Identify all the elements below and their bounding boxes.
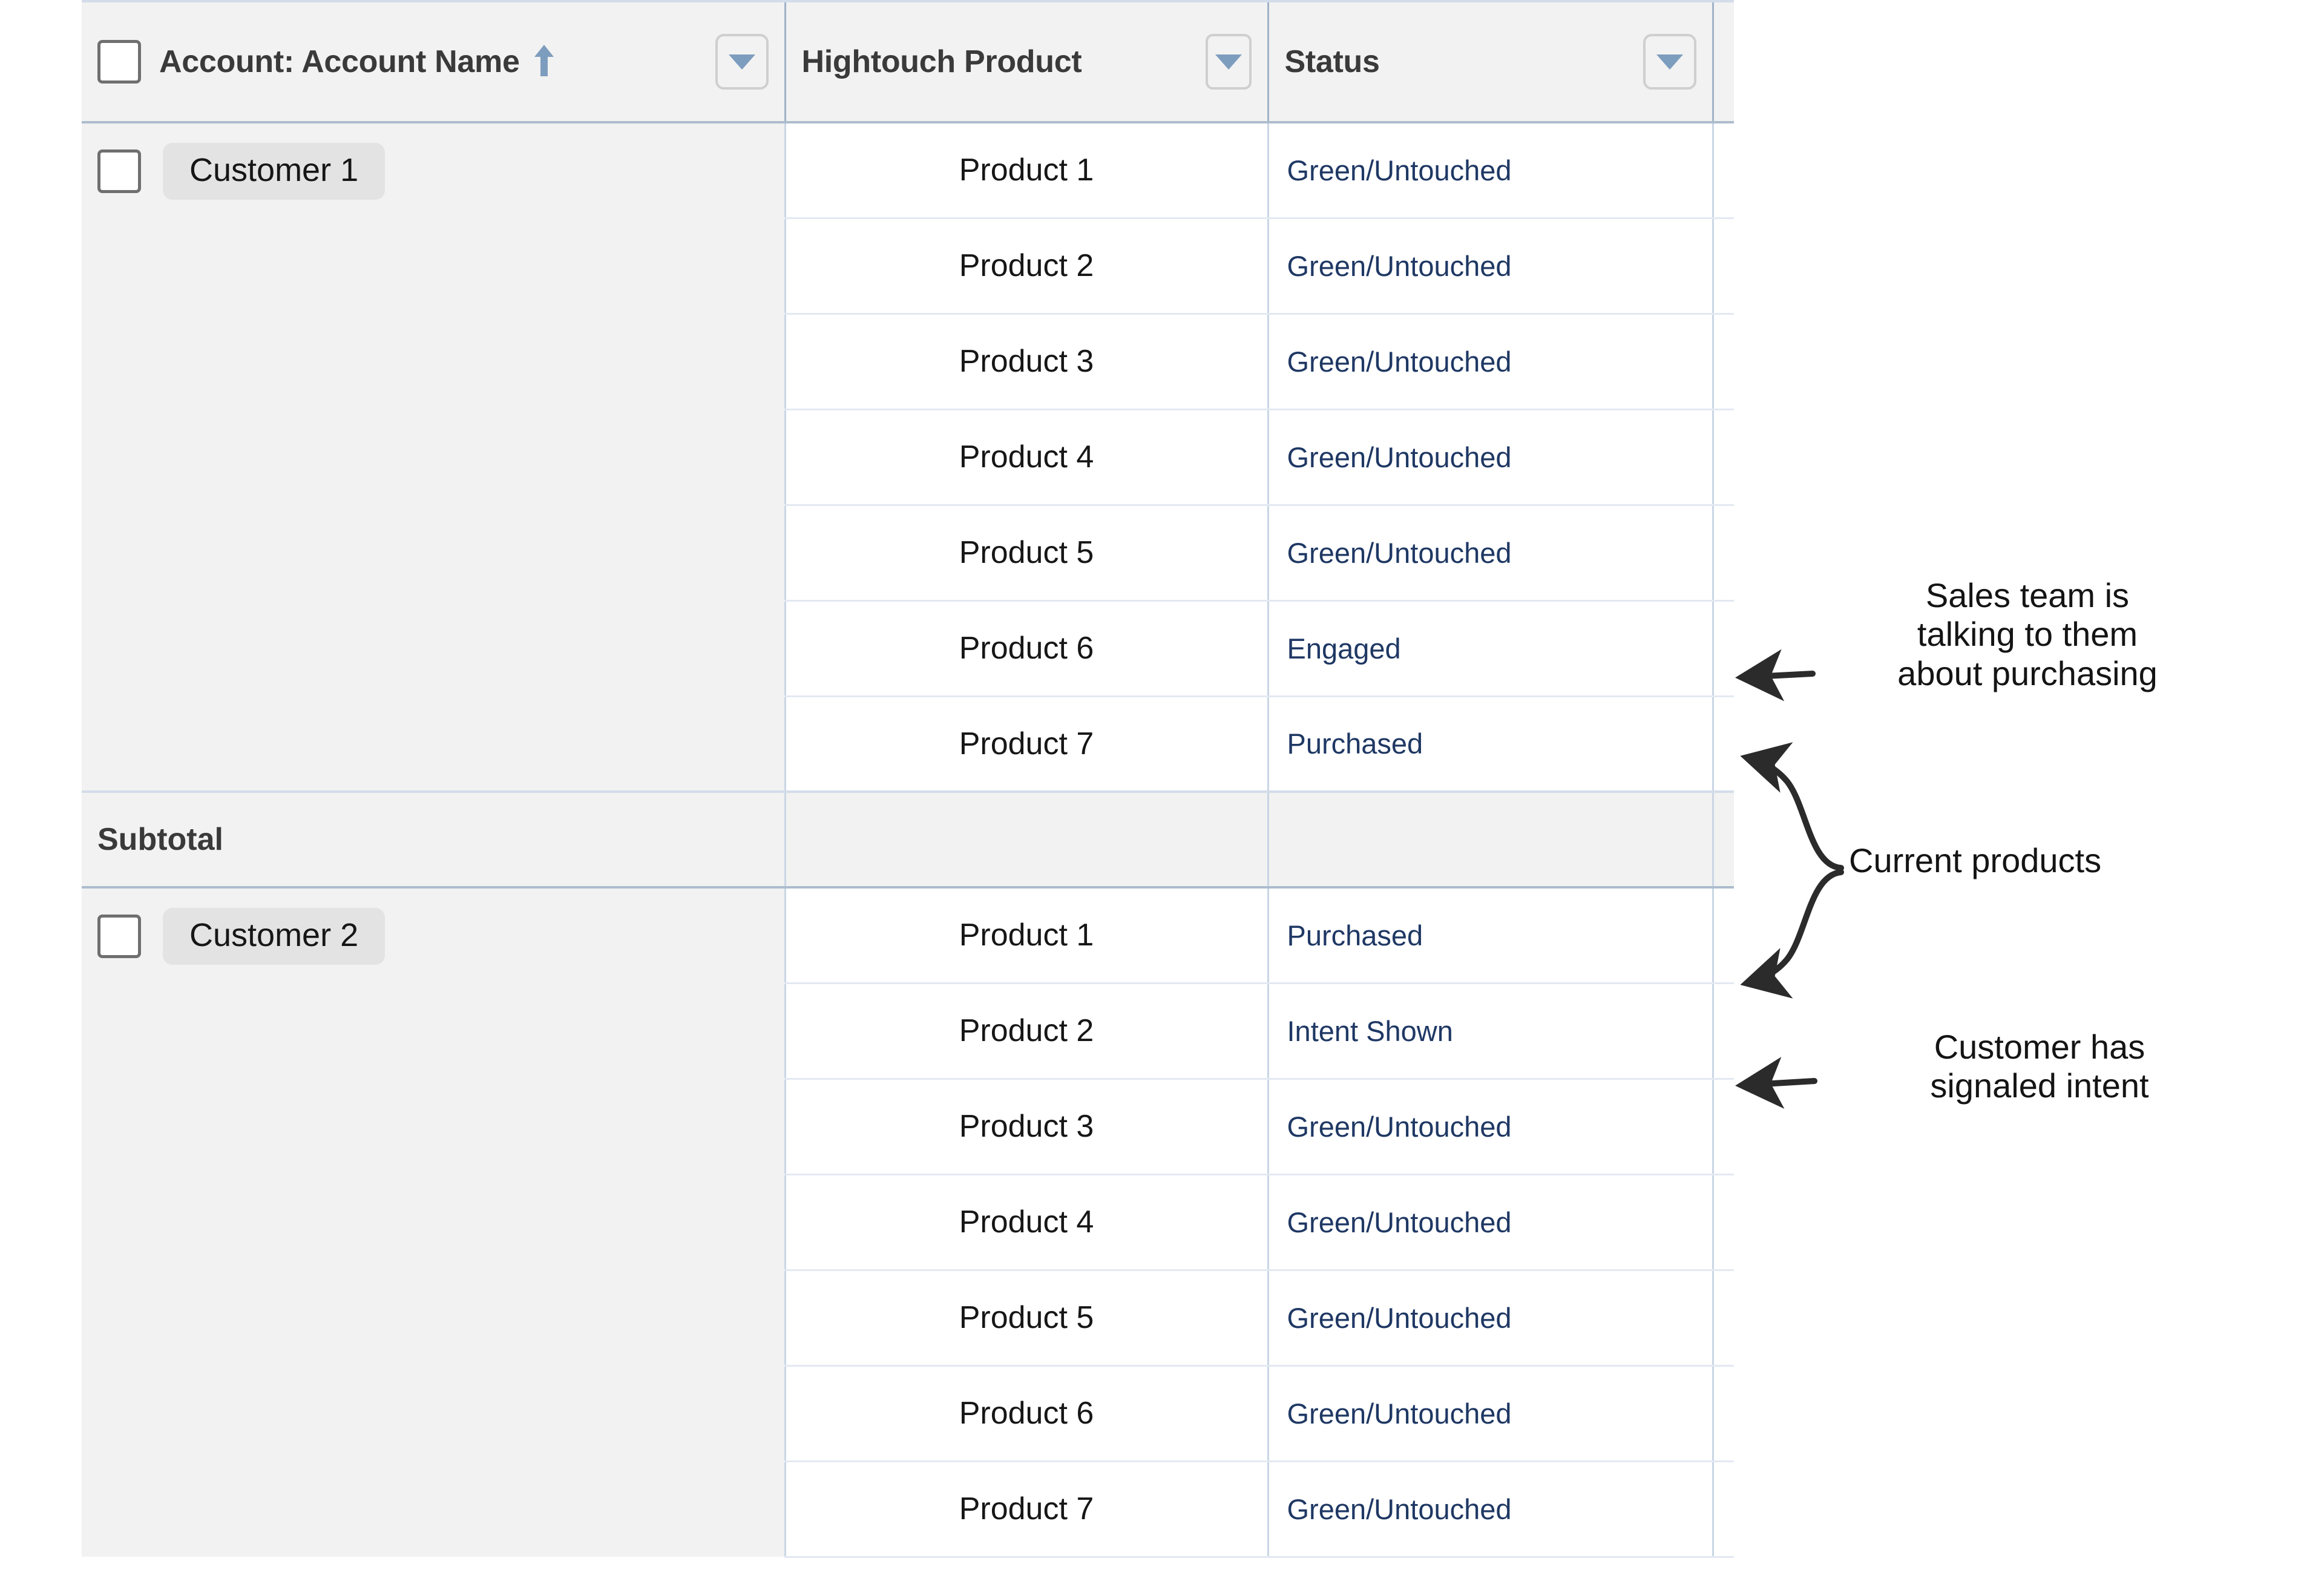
row-overflow-cell xyxy=(1712,1174,1734,1271)
status-cell[interactable]: Green/Untouched xyxy=(1267,314,1713,410)
column-header-status[interactable]: Status xyxy=(1267,0,1713,123)
status-cell[interactable]: Green/Untouched xyxy=(1267,505,1713,602)
row-overflow-cell xyxy=(1712,600,1734,697)
brace-current-products-upper xyxy=(1740,742,1844,871)
subtotal-overflow-cell xyxy=(1712,790,1734,889)
row-overflow-cell xyxy=(1712,505,1734,602)
brace-current-products-lower xyxy=(1740,869,1844,999)
column-header-product-label: Hightouch Product xyxy=(801,44,1082,79)
data-grid: Account: Account Name xyxy=(82,0,1734,1558)
status-column-filter-button[interactable] xyxy=(1643,34,1696,90)
status-cell[interactable]: Green/Untouched xyxy=(1267,1174,1713,1271)
product-column-filter-button[interactable] xyxy=(1205,34,1252,90)
account-cell[interactable]: Customer 2 xyxy=(82,887,785,1557)
row-overflow-cell xyxy=(1712,696,1734,793)
account-column-filter-button[interactable] xyxy=(715,34,769,90)
column-header-account[interactable]: Account: Account Name xyxy=(82,0,785,123)
annotation-sales-team: Sales team is talking to them about purc… xyxy=(1897,576,2158,692)
status-cell[interactable]: Purchased xyxy=(1267,696,1713,793)
column-header-status-label: Status xyxy=(1284,44,1380,79)
status-cell[interactable]: Green/Untouched xyxy=(1267,1461,1713,1558)
row-overflow-cell xyxy=(1712,218,1734,315)
status-cell[interactable]: Green/Untouched xyxy=(1267,218,1713,315)
arrow-to-engaged xyxy=(1735,649,1816,701)
product-cell[interactable]: Product 5 xyxy=(784,1270,1268,1367)
subtotal-row: Subtotal xyxy=(82,790,1734,889)
status-cell[interactable]: Green/Untouched xyxy=(1267,409,1713,506)
account-product-status-table: Account: Account Name xyxy=(82,0,1734,1590)
product-cell[interactable]: Product 7 xyxy=(784,696,1268,793)
product-cell[interactable]: Product 7 xyxy=(784,1461,1268,1558)
row-overflow-cell xyxy=(1712,314,1734,410)
status-cell[interactable]: Green/Untouched xyxy=(1267,122,1713,219)
table-header: Account: Account Name xyxy=(82,0,1734,123)
account-name-chip[interactable]: Customer 1 xyxy=(163,143,386,200)
product-cell[interactable]: Product 4 xyxy=(784,1174,1268,1271)
account-name-chip[interactable]: Customer 2 xyxy=(163,908,386,965)
product-cell[interactable]: Product 4 xyxy=(784,409,1268,506)
product-cell[interactable]: Product 3 xyxy=(784,314,1268,410)
row-overflow-cell xyxy=(1712,1365,1734,1462)
select-all-checkbox[interactable] xyxy=(97,40,141,84)
column-header-account-label: Account: Account Name xyxy=(159,44,520,79)
subtotal-product-cell xyxy=(784,790,1268,889)
status-cell[interactable]: Engaged xyxy=(1267,600,1713,697)
annotation-intent: Customer has signaled intent xyxy=(1930,1028,2149,1105)
chevron-down-icon xyxy=(1215,54,1242,70)
chevron-down-icon xyxy=(1656,54,1683,70)
product-cell[interactable]: Product 2 xyxy=(784,983,1268,1080)
arrow-to-intent-shown xyxy=(1735,1057,1817,1109)
product-cell[interactable]: Product 3 xyxy=(784,1079,1268,1175)
row-overflow-cell xyxy=(1712,122,1734,219)
row-overflow-cell xyxy=(1712,1461,1734,1558)
status-cell[interactable]: Green/Untouched xyxy=(1267,1079,1713,1175)
subtotal-status-cell xyxy=(1267,790,1713,889)
row-overflow-cell xyxy=(1712,409,1734,506)
product-cell[interactable]: Product 1 xyxy=(784,122,1268,219)
annotation-current-products: Current products xyxy=(1849,841,2102,879)
row-overflow-cell xyxy=(1712,1079,1734,1175)
row-overflow-cell xyxy=(1712,887,1734,984)
product-cell[interactable]: Product 1 xyxy=(784,887,1268,984)
status-cell[interactable]: Intent Shown xyxy=(1267,983,1713,1080)
row-overflow-cell xyxy=(1712,983,1734,1080)
account-cell[interactable]: Customer 1 xyxy=(82,122,785,792)
chevron-down-icon xyxy=(728,54,755,70)
product-cell[interactable]: Product 2 xyxy=(784,218,1268,315)
column-header-overflow xyxy=(1712,0,1734,123)
row-select-checkbox[interactable] xyxy=(97,915,141,958)
column-header-product[interactable]: Hightouch Product xyxy=(784,0,1268,123)
status-cell[interactable]: Green/Untouched xyxy=(1267,1365,1713,1462)
product-cell[interactable]: Product 6 xyxy=(784,600,1268,697)
subtotal-label: Subtotal xyxy=(82,790,785,889)
row-overflow-cell xyxy=(1712,1270,1734,1367)
product-cell[interactable]: Product 5 xyxy=(784,505,1268,602)
status-cell[interactable]: Green/Untouched xyxy=(1267,1270,1713,1367)
sort-ascending-arrow-icon[interactable] xyxy=(532,44,556,80)
row-select-checkbox[interactable] xyxy=(97,149,141,193)
header-row: Account: Account Name xyxy=(82,0,1734,123)
product-cell[interactable]: Product 6 xyxy=(784,1365,1268,1462)
status-cell[interactable]: Purchased xyxy=(1267,887,1713,984)
